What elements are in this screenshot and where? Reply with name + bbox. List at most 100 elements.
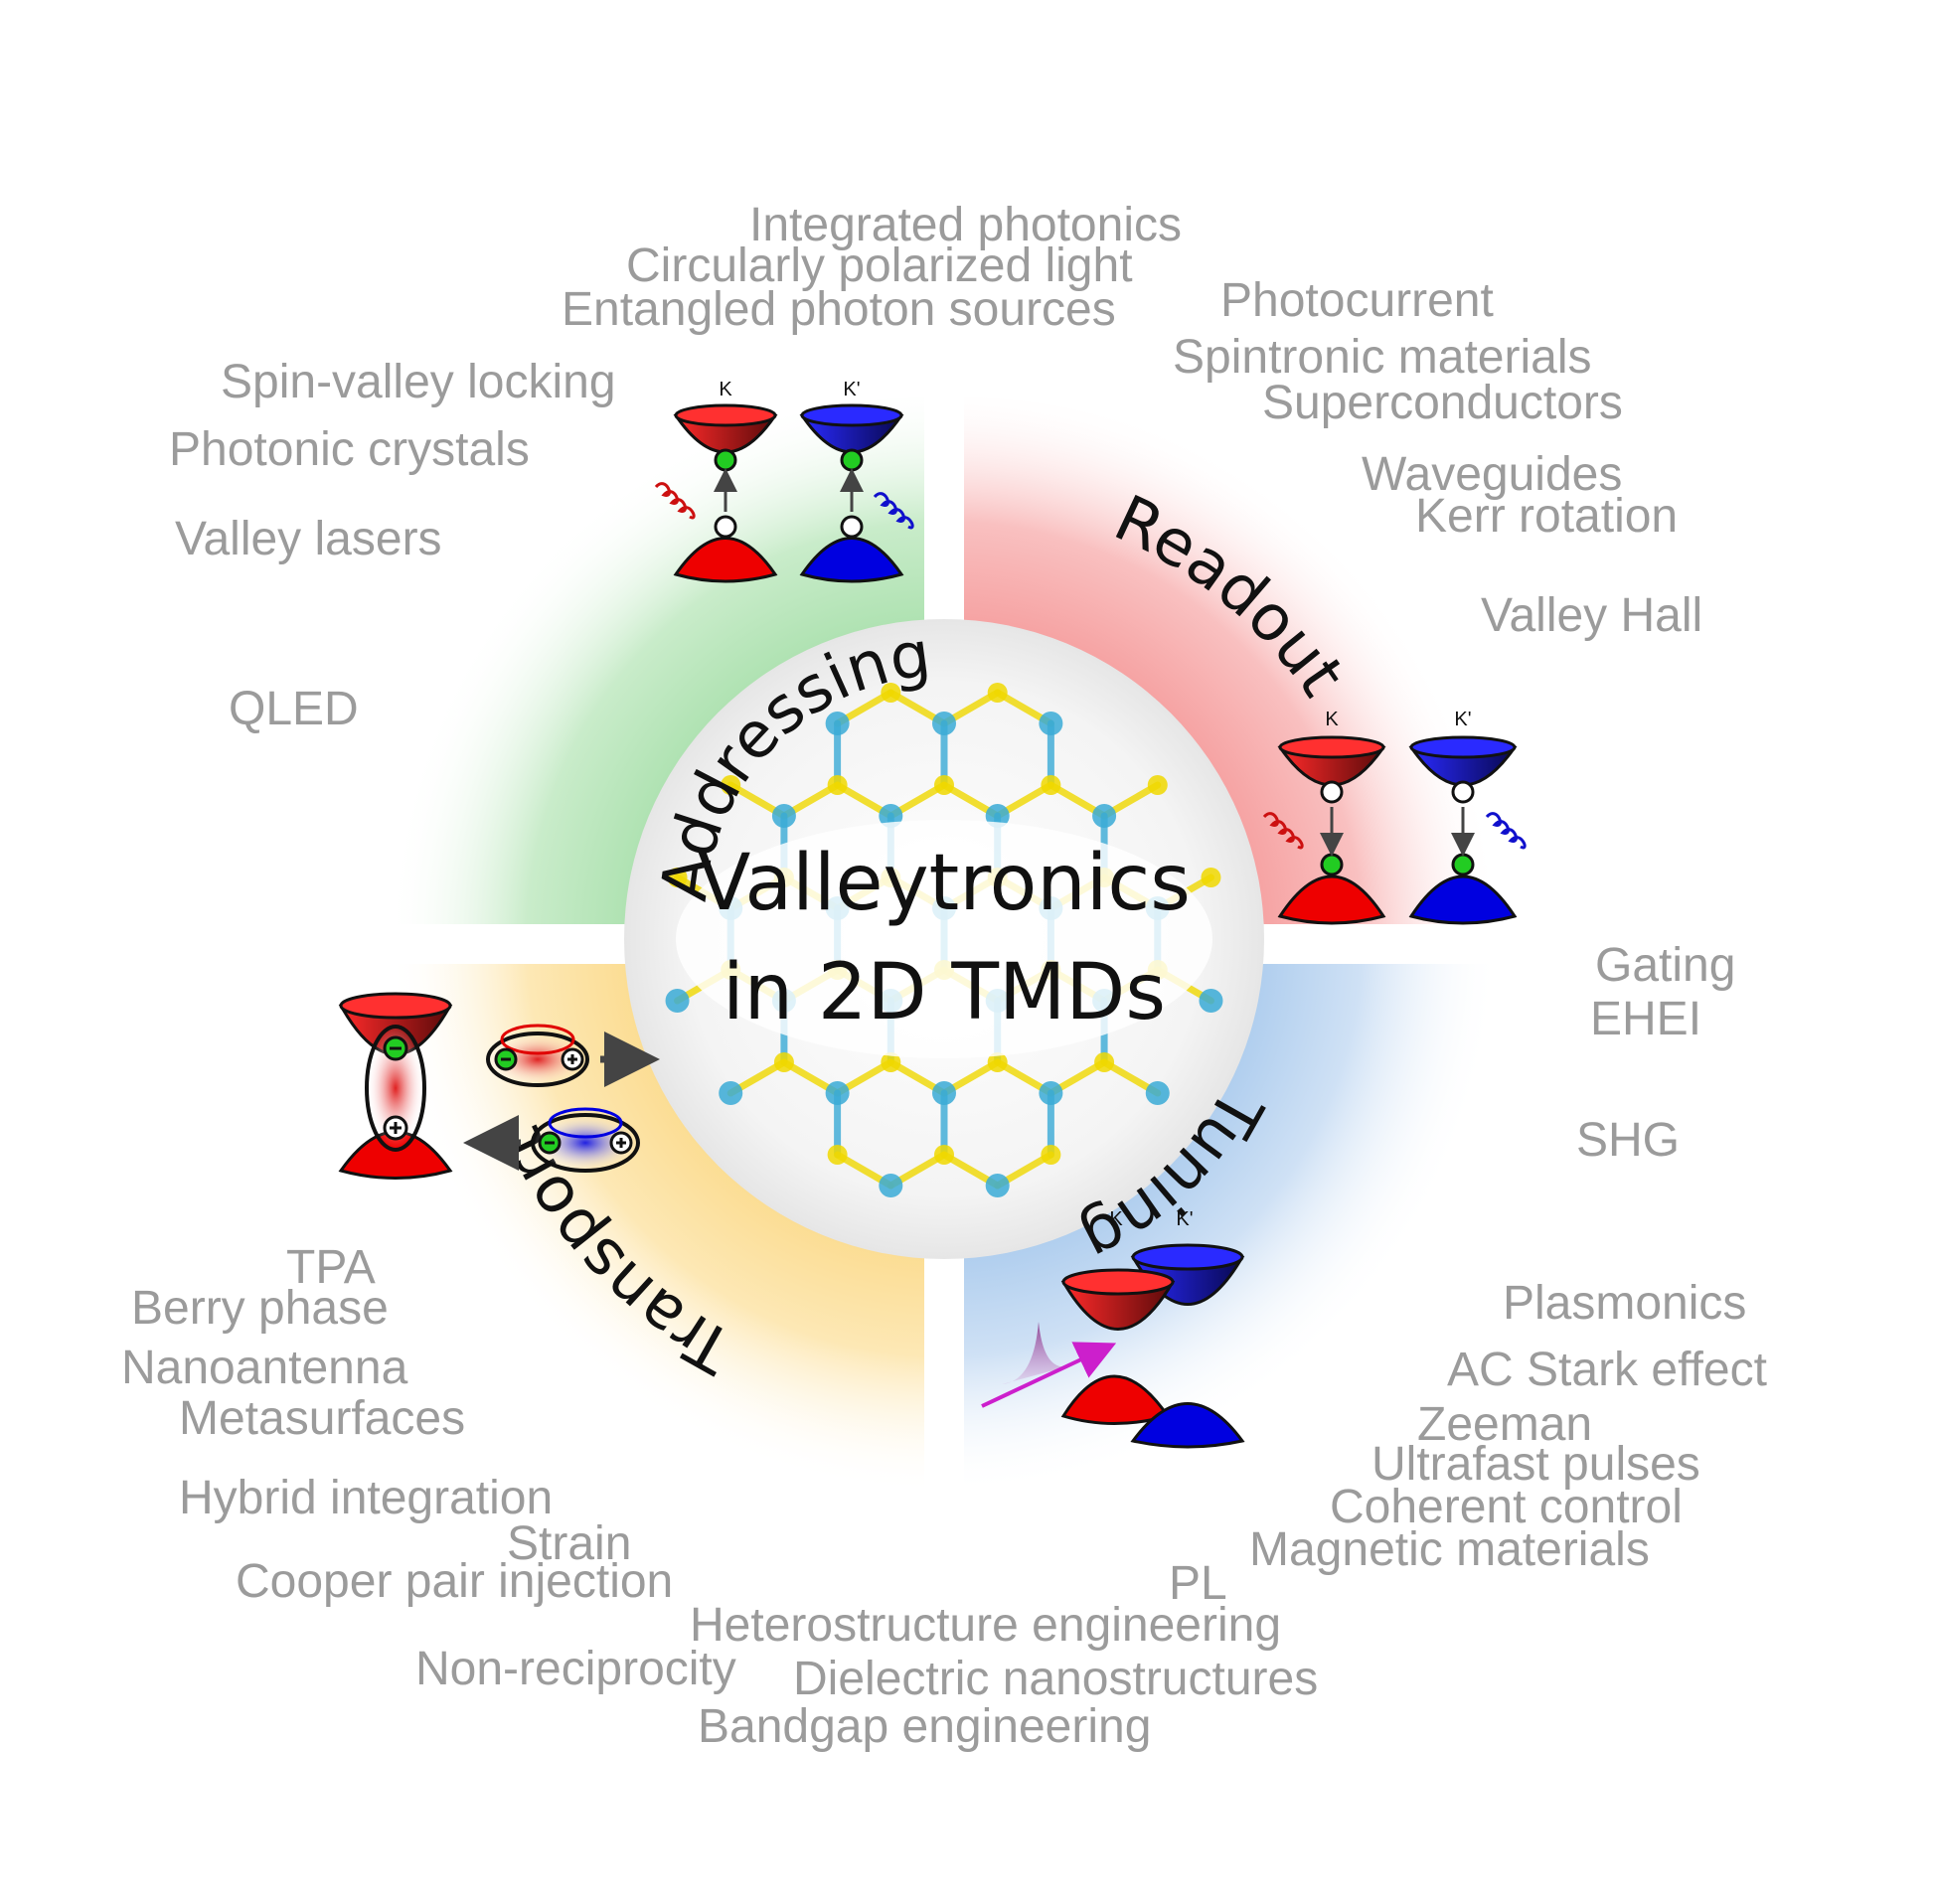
- chalcogen-atom: [934, 775, 954, 795]
- keyword-metasurfaces: Metasurfaces: [179, 1392, 466, 1445]
- addressing-k-valence-band: [673, 537, 778, 583]
- chalcogen-atom: [1041, 1145, 1061, 1165]
- title-halo: [676, 820, 1212, 1058]
- metal-atom: [879, 1174, 903, 1197]
- readout-sigma-plus-icon: [1262, 812, 1304, 850]
- transport-blue-exciton: [531, 1113, 640, 1173]
- keyword-nanoantenna: Nanoantenna: [121, 1342, 408, 1394]
- addressing-kprime-label: K': [843, 379, 860, 400]
- metal-atom: [1039, 712, 1063, 735]
- tuning-pulse-arrow: [981, 1342, 1117, 1408]
- transport-bound-exciton: [365, 1025, 426, 1152]
- keyword-waveguides: Waveguides: [1362, 448, 1623, 501]
- readout-k-valence-band: [1277, 874, 1386, 925]
- metal-atom: [1039, 1081, 1063, 1105]
- chalcogen-atom: [987, 1052, 1008, 1072]
- keyword-entangled-photon-sources: Entangled photon sources: [562, 283, 1116, 336]
- metal-atom: [932, 712, 956, 735]
- keyword-spintronic-materials: Spintronic materials: [1173, 331, 1592, 384]
- chalcogen-atom: [827, 1145, 848, 1165]
- readout-kprime-label: K': [1454, 709, 1471, 730]
- chalcogen-atom: [987, 683, 1008, 703]
- tuning-kprime-label: K': [1176, 1208, 1193, 1230]
- keyword-valley-hall: Valley Hall: [1481, 589, 1703, 642]
- keyword-coherent-control: Coherent control: [1330, 1481, 1683, 1533]
- addressing-k-hole: [714, 515, 737, 539]
- transport-valence-band: [338, 1130, 453, 1180]
- chalcogen-atom: [667, 868, 688, 887]
- tuning-kprime-valence-band: [1130, 1402, 1245, 1449]
- tuning-pulse-envelope: [1002, 1322, 1068, 1384]
- readout-sigma-minus-icon: [1485, 812, 1527, 850]
- readout-kprime-valence-band: [1408, 874, 1518, 925]
- chalcogen-atom: [881, 683, 901, 703]
- keyword-heterostructure-engineering: Heterostructure engineering: [690, 1599, 1282, 1652]
- metal-atom: [825, 712, 850, 735]
- keyword-ultrafast-pulses: Ultrafast pulses: [1371, 1438, 1700, 1491]
- chalcogen-atom: [1201, 868, 1221, 887]
- keyword-tpa: TPA: [286, 1241, 376, 1294]
- keyword-magnetic-materials: Magnetic materials: [1249, 1523, 1650, 1576]
- addressing-kprime-electron: [840, 448, 864, 472]
- keyword-cooper-pair-injection: Cooper pair injection: [236, 1555, 674, 1608]
- keyword-dielectric-nanostructures: Dielectric nanostructures: [793, 1653, 1319, 1705]
- chalcogen-atom: [1041, 775, 1061, 795]
- metal-atom: [771, 804, 796, 828]
- keyword-ac-stark-effect: AC Stark effect: [1447, 1344, 1767, 1396]
- addressing-kprime-hole: [840, 515, 864, 539]
- metal-atom: [825, 1081, 850, 1105]
- metal-atom: [719, 1081, 743, 1105]
- keyword-bandgap-engineering: Bandgap engineering: [698, 1700, 1152, 1753]
- readout-k-label: K: [1325, 709, 1339, 730]
- keyword-photocurrent: Photocurrent: [1220, 274, 1494, 327]
- readout-kprime-electron-lower: [1451, 853, 1475, 876]
- metal-atom: [985, 1174, 1010, 1197]
- keyword-qled: QLED: [229, 683, 359, 735]
- keyword-photonic-crystals: Photonic crystals: [169, 423, 530, 476]
- readout-k-electron-lower: [1320, 853, 1344, 876]
- chalcogen-atom: [773, 1052, 794, 1072]
- tuning-valley-icon: K K': [981, 1208, 1245, 1449]
- transport-exciton-icon: [338, 992, 660, 1180]
- keyword-spin-valley-locking: Spin-valley locking: [221, 356, 616, 408]
- chalcogen-atom: [934, 1145, 954, 1165]
- metal-atom: [665, 989, 690, 1013]
- keyword-valley-lasers: Valley lasers: [175, 513, 442, 565]
- tmd-lattice: [665, 683, 1223, 1197]
- keyword-circularly-polarized-light: Circularly polarized light: [626, 239, 1133, 292]
- keyword-hybrid-integration: Hybrid integration: [179, 1472, 554, 1524]
- metal-atom: [1145, 1081, 1170, 1105]
- addressing-kprime-valence-band: [799, 537, 904, 583]
- keyword-strain: Strain: [507, 1517, 632, 1570]
- keyword-shg: SHG: [1576, 1114, 1681, 1167]
- keyword-superconductors: Superconductors: [1262, 377, 1623, 429]
- addressing-k-electron: [714, 448, 737, 472]
- keyword-integrated-photonics: Integrated photonics: [749, 199, 1182, 251]
- keyword-plasmonics: Plasmonics: [1503, 1277, 1747, 1330]
- keyword-berry-phase: Berry phase: [131, 1282, 389, 1335]
- chalcogen-atom: [1147, 775, 1168, 795]
- center-title-line1: Valleytronics: [698, 839, 1191, 928]
- keyword-pl: PL: [1169, 1557, 1227, 1610]
- chalcogen-atom: [1094, 1052, 1115, 1072]
- readout-k-hole-upper: [1320, 780, 1344, 804]
- addressing-sigma-minus-icon: [873, 492, 914, 530]
- keyword-gating: Gating: [1595, 939, 1736, 992]
- tuning-k-label: K: [1109, 1208, 1123, 1230]
- readout-kprime-hole-upper: [1451, 780, 1475, 804]
- keyword-ehei: EHEI: [1590, 993, 1702, 1045]
- transport-red-exciton: [486, 1031, 589, 1087]
- metal-atom: [932, 1081, 956, 1105]
- center-title-line2: in 2D TMDs: [723, 948, 1166, 1037]
- chalcogen-atom: [881, 1052, 901, 1072]
- addressing-sigma-plus-icon: [654, 482, 696, 520]
- addressing-valley-icon: K K': [654, 379, 914, 583]
- addressing-k-label: K: [719, 379, 732, 400]
- chalcogen-atom: [827, 775, 848, 795]
- keyword-kerr-rotation: Kerr rotation: [1415, 490, 1679, 543]
- keyword-non-reciprocity: Non-reciprocity: [415, 1643, 736, 1695]
- readout-valley-icon: K K': [1262, 709, 1527, 925]
- metal-atom: [1199, 989, 1223, 1013]
